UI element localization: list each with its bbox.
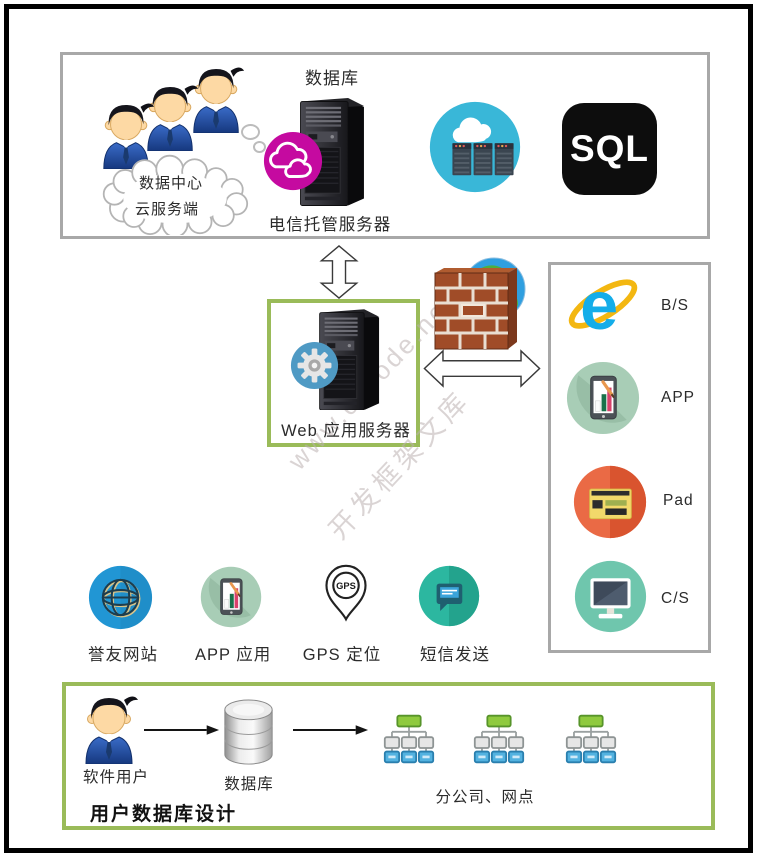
ie-browser-icon: e	[568, 267, 638, 344]
database-cylinder-icon	[224, 699, 273, 765]
mobile-app-icon	[566, 361, 640, 435]
horizontal-double-arrow	[423, 349, 541, 388]
flow-arrow	[144, 725, 220, 735]
user-db-design-box	[62, 682, 715, 830]
sms-chat-icon	[418, 565, 480, 627]
hosted-server-label: 电信托管服务器	[268, 216, 392, 234]
client-label-pad: Pad	[663, 492, 694, 509]
firewall-globe-icon	[434, 257, 526, 350]
branch-network-icon	[473, 712, 525, 766]
branches-label: 分公司、网点	[435, 789, 535, 806]
cloud-datacenter-icon	[429, 101, 521, 193]
service-label-sms: 短信发送	[420, 646, 490, 664]
gear-icon	[290, 341, 339, 390]
client-label-bs: B/S	[661, 297, 689, 314]
section-title: 用户数据库设计	[90, 804, 238, 825]
sql-icon: SQL	[562, 103, 657, 195]
vertical-double-arrow	[319, 245, 359, 299]
mobile-app-icon	[200, 566, 262, 628]
branch-network-icon	[383, 712, 435, 766]
thought-cloud-text-1: 数据中心	[138, 175, 203, 192]
thought-cloud-text-2: 云服务端	[134, 201, 199, 218]
pad-browser-icon	[573, 465, 647, 539]
outer-frame	[4, 4, 753, 853]
branch-network-icon	[565, 712, 617, 766]
cloud-datacenter-box	[60, 52, 710, 239]
service-label-website: 誉友网站	[88, 646, 158, 664]
gps-pin-icon: GPS	[325, 564, 367, 622]
clients-panel	[548, 262, 711, 653]
globe-icon	[88, 565, 153, 630]
thought-cloud	[102, 154, 249, 235]
software-user-icon	[80, 692, 140, 764]
thought-trail-bubble	[241, 124, 260, 140]
service-label-gps: GPS 定位	[302, 646, 382, 664]
client-label-cs: C/S	[661, 590, 690, 607]
software-user-label: 软件用户	[82, 769, 149, 786]
database-label-bottom: 数据库	[224, 776, 274, 793]
database-label-top: 数据库	[305, 69, 359, 88]
cloud-sync-icon	[263, 131, 323, 191]
flow-arrow	[293, 725, 369, 735]
svg-text:e: e	[580, 267, 618, 344]
web-server-label: Web 应用服务器	[281, 422, 411, 440]
web-server-box	[267, 299, 420, 447]
sql-label: SQL	[569, 128, 650, 169]
client-label-app: APP	[661, 389, 696, 406]
service-label-app: APP 应用	[195, 646, 272, 664]
thought-trail-bubble	[253, 141, 266, 153]
desktop-monitor-icon	[574, 560, 647, 633]
gps-pin-text: GPS	[336, 581, 356, 591]
